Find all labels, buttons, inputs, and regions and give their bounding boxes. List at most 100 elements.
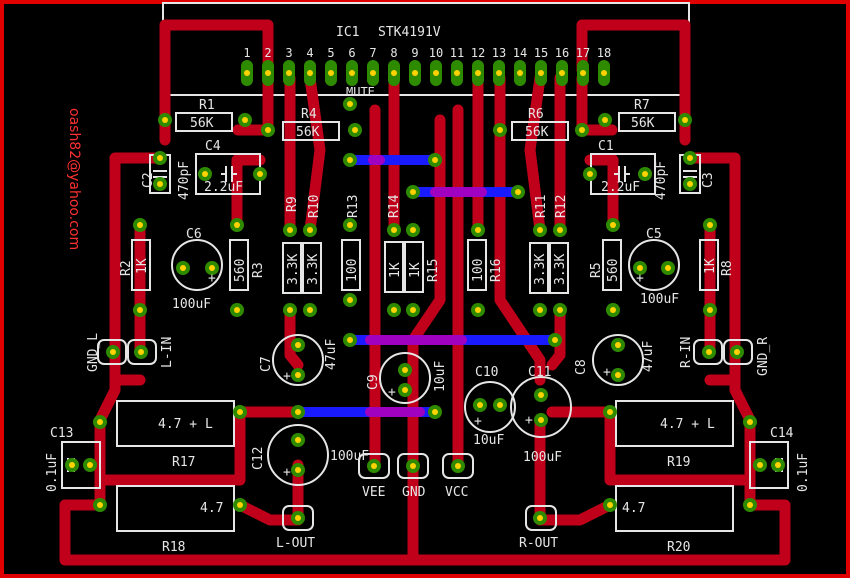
- ic-pin-hole: [517, 70, 523, 76]
- ic-pin-number: 17: [576, 46, 590, 60]
- pad-hole: [475, 227, 481, 233]
- c4-value: 2.2uF: [204, 180, 243, 195]
- ic-pin-number: 5: [327, 46, 334, 60]
- ic-pin-hole: [307, 70, 313, 76]
- r11-ref: R11: [534, 195, 549, 218]
- c7-plus: +: [283, 369, 291, 384]
- c8-ref: C8: [574, 359, 589, 375]
- r7-ref: R7: [634, 98, 650, 113]
- pad-hole: [707, 222, 713, 228]
- ic-refdes: IC1: [336, 25, 359, 40]
- r14-ref: R14: [387, 194, 402, 218]
- ic-pin-hole: [370, 70, 376, 76]
- c4-ref: C4: [205, 139, 221, 154]
- ic-pin-hole: [391, 70, 397, 76]
- l-in-label: L-IN: [160, 337, 175, 368]
- c12-value: 100uF: [330, 449, 369, 464]
- ic-pin-hole: [412, 70, 418, 76]
- c10-ref: C10: [475, 365, 498, 380]
- c9-value: 10uF: [433, 361, 448, 392]
- r18-ref: R18: [162, 540, 185, 555]
- pad-hole: [347, 297, 353, 303]
- pad-hole: [347, 157, 353, 163]
- pad-hole: [587, 171, 593, 177]
- r9-value: 3.3K: [286, 254, 301, 285]
- c8-value: 47uF: [641, 341, 656, 372]
- ic-pin-number: 4: [306, 46, 313, 60]
- ic-pin-hole: [349, 70, 355, 76]
- ic-pin-hole: [601, 70, 607, 76]
- pad-hole: [602, 117, 608, 123]
- pad-hole: [537, 227, 543, 233]
- pad-hole: [637, 265, 643, 271]
- r13-ref: R13: [346, 195, 361, 218]
- pad-hole: [538, 392, 544, 398]
- pad-hole: [410, 463, 416, 469]
- pad-hole: [477, 402, 483, 408]
- pad-hole: [295, 515, 301, 521]
- pad-hole: [537, 515, 543, 521]
- pad-hole: [265, 127, 271, 133]
- pad-hole: [110, 349, 116, 355]
- c9-ref: C9: [366, 374, 381, 390]
- c5-value: 100uF: [640, 292, 679, 307]
- r17-ref: R17: [172, 455, 195, 470]
- ic-pin-number: 2: [264, 46, 271, 60]
- r2-ref: R2: [119, 260, 134, 276]
- pad-hole: [180, 265, 186, 271]
- pad-hole: [202, 171, 208, 177]
- pad-hole: [209, 265, 215, 271]
- pad-hole: [734, 349, 740, 355]
- r4-ref: R4: [301, 107, 317, 122]
- pad-hole: [352, 127, 358, 133]
- pad-hole: [607, 409, 613, 415]
- r4-value: 56K: [296, 125, 320, 140]
- ic-pin-hole: [244, 70, 250, 76]
- c14-value: 0.1uF: [796, 453, 811, 492]
- pad-hole: [347, 101, 353, 107]
- ic-pin-number: 11: [450, 46, 464, 60]
- c14-ref: C14: [770, 426, 794, 441]
- r13-value: 100: [345, 259, 360, 282]
- r12-value: 3.3K: [553, 254, 568, 285]
- pad-hole: [497, 402, 503, 408]
- ic-pin-hole: [328, 70, 334, 76]
- r12-ref: R12: [554, 195, 569, 218]
- ic-pin-number: 9: [411, 46, 418, 60]
- ic-pin-number: 12: [471, 46, 485, 60]
- pad-hole: [410, 189, 416, 195]
- c12-ref: C12: [251, 447, 266, 470]
- ic-pin-hole: [265, 70, 271, 76]
- mute-label: MUTE: [346, 85, 375, 99]
- ic-pin-number: 14: [513, 46, 527, 60]
- pad-hole: [307, 227, 313, 233]
- l-out-label: L-OUT: [276, 536, 315, 551]
- pad-hole: [137, 222, 143, 228]
- ic-pin-number: 10: [429, 46, 443, 60]
- pad-hole: [557, 227, 563, 233]
- ic-pin-number: 8: [390, 46, 397, 60]
- pads: [65, 97, 785, 525]
- pad-hole: [391, 307, 397, 313]
- ic-part-number: STK4191V: [378, 25, 441, 40]
- pad-hole: [237, 502, 243, 508]
- pad-hole: [162, 117, 168, 123]
- r10-ref: R10: [307, 195, 322, 218]
- pad-hole: [257, 171, 263, 177]
- pad-hole: [687, 155, 693, 161]
- pad-hole: [455, 463, 461, 469]
- c6-plus: +: [208, 271, 216, 286]
- pad-hole: [87, 462, 93, 468]
- c13-ref: C13: [50, 426, 73, 441]
- r19-value: 4.7 + L: [660, 417, 715, 432]
- ic-pin-hole: [454, 70, 460, 76]
- pad-hole: [538, 417, 544, 423]
- pad-hole: [97, 419, 103, 425]
- c2-ref: C2: [141, 172, 156, 188]
- pad-hole: [665, 265, 671, 271]
- r17-value: 4.7 + L: [158, 417, 213, 432]
- pad-hole: [137, 307, 143, 313]
- pad-hole: [295, 437, 301, 443]
- ic-pin-hole: [580, 70, 586, 76]
- ic-pin-number: 3: [285, 46, 292, 60]
